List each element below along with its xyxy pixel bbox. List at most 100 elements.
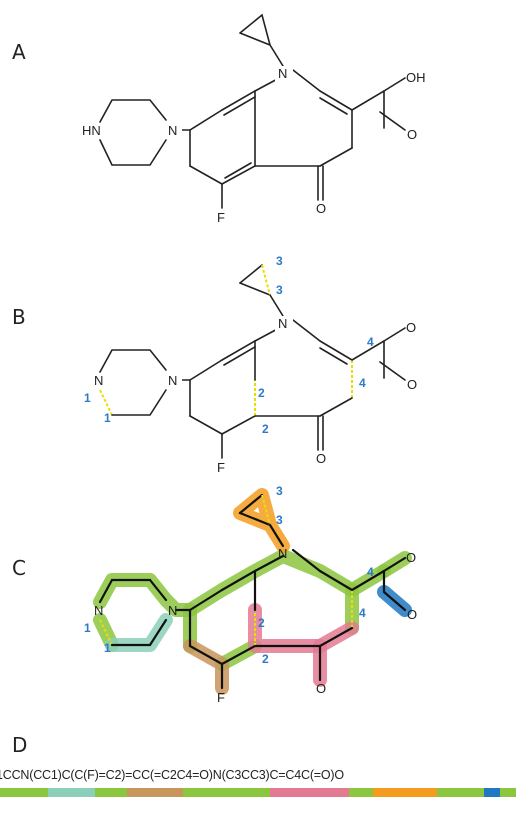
bond bbox=[189, 109, 223, 131]
molecule-structure-c: N N N O O O F 3 3 4 4 2 2 1 1 bbox=[84, 484, 417, 705]
bond bbox=[220, 569, 257, 592]
ring-number-3-top: 3 bbox=[276, 484, 283, 498]
bond bbox=[268, 523, 285, 548]
ring-number-4-top: 4 bbox=[367, 335, 374, 349]
molecule-structure-b: N N N O O O F 3 3 4 4 2 2 1 1 bbox=[84, 254, 417, 475]
panel-label-a: A bbox=[12, 40, 26, 64]
bond bbox=[224, 162, 252, 179]
ring-number-3-bottom: 3 bbox=[276, 283, 283, 297]
piperazine-upper bbox=[98, 578, 168, 604]
bond bbox=[379, 361, 406, 381]
ring-number-2-bottom: 2 bbox=[262, 652, 269, 666]
color-bar-segment-green bbox=[349, 788, 374, 797]
bond bbox=[382, 556, 407, 573]
atom-n-piperazine: N bbox=[168, 123, 177, 138]
bond bbox=[319, 147, 353, 167]
molecule-structure-a: N N HN O OH O F bbox=[82, 13, 426, 225]
smiles-color-bar bbox=[0, 788, 516, 797]
bond bbox=[188, 588, 224, 612]
bond bbox=[319, 347, 348, 365]
highlight-layer bbox=[93, 488, 412, 695]
atom-nh: HN bbox=[82, 123, 101, 138]
atom-f: F bbox=[217, 210, 225, 225]
color-bar-segment-orange bbox=[373, 788, 437, 797]
ring-number-3-bottom: 3 bbox=[276, 513, 283, 527]
color-bar-segment-tan bbox=[127, 788, 183, 797]
bonds-a bbox=[99, 13, 406, 209]
bond bbox=[189, 165, 223, 185]
color-bar-segment-green bbox=[436, 788, 485, 797]
highlight-ketone-ring bbox=[248, 603, 359, 653]
ring-number-2-top: 2 bbox=[258, 616, 265, 630]
atom-n-ring-start: N bbox=[94, 603, 103, 618]
atom-oh: OH bbox=[406, 70, 426, 85]
bond bbox=[220, 644, 257, 666]
color-bar-segment-teal bbox=[47, 788, 96, 797]
bond bbox=[351, 340, 385, 361]
ring-closure-cut bbox=[261, 494, 271, 526]
atom-n1: N bbox=[278, 316, 287, 331]
atom-o-acid: O bbox=[407, 607, 417, 622]
panel-label-d: D bbox=[12, 733, 28, 757]
color-bar-segment-green bbox=[182, 788, 270, 797]
ring-number-4-top: 4 bbox=[367, 565, 374, 579]
bond bbox=[292, 319, 321, 342]
bond bbox=[319, 397, 353, 417]
atom-o-acid: O bbox=[407, 377, 417, 392]
bond bbox=[221, 90, 256, 111]
cyclopropyl-ring bbox=[239, 13, 272, 47]
piperazine-lower bbox=[111, 389, 167, 416]
bond bbox=[221, 340, 256, 361]
bond bbox=[319, 90, 353, 111]
ring-number-3-top: 3 bbox=[276, 254, 283, 268]
bond bbox=[379, 111, 406, 131]
bond bbox=[239, 282, 271, 296]
atom-o-hydroxyl: O bbox=[406, 320, 416, 335]
bond bbox=[269, 294, 284, 317]
bond bbox=[189, 415, 223, 435]
bonds-c bbox=[98, 493, 407, 690]
bond bbox=[351, 90, 385, 111]
bond bbox=[319, 97, 348, 115]
bond bbox=[383, 77, 406, 92]
ring-number-1-top: 1 bbox=[84, 621, 91, 635]
atom-n-piperazine: N bbox=[168, 373, 177, 388]
ring-number-4-bottom: 4 bbox=[359, 376, 366, 390]
bond bbox=[221, 415, 256, 435]
piperazine-upper bbox=[99, 349, 167, 373]
bond bbox=[350, 569, 386, 592]
bond bbox=[189, 359, 223, 381]
atom-o-acid: O bbox=[407, 127, 417, 142]
color-bar-segment-green bbox=[0, 788, 48, 797]
atom-o-hydroxyl: O bbox=[406, 550, 416, 565]
ring-number-1-bottom: 1 bbox=[104, 641, 111, 655]
bond bbox=[269, 44, 284, 67]
bond bbox=[223, 96, 256, 116]
atom-n-ring-start: N bbox=[94, 373, 103, 388]
bond bbox=[223, 346, 256, 366]
highlight-fluoro-branch bbox=[183, 639, 229, 695]
bond bbox=[319, 340, 353, 361]
bond bbox=[188, 644, 224, 666]
ring-number-4-bottom: 4 bbox=[359, 606, 366, 620]
bond bbox=[318, 626, 354, 648]
color-bar-segment-green bbox=[95, 788, 127, 797]
bonds-b bbox=[99, 264, 406, 459]
bond bbox=[221, 165, 256, 185]
atom-o-ketone: O bbox=[316, 201, 326, 216]
smiles-panel: 1CCN(CC1)C(C(F)=C2)=CC(=C2C4=O)N(C3CC3)C… bbox=[0, 768, 516, 808]
piperazine-lower bbox=[110, 618, 168, 647]
smiles-string: 1CCN(CC1)C(C(F)=C2)=CC(=C2C4=O)N(C3CC3)C… bbox=[0, 768, 344, 782]
ring-number-2-bottom: 2 bbox=[262, 422, 269, 436]
color-bar-segment-blue bbox=[484, 788, 501, 797]
atom-o-ketone: O bbox=[316, 681, 326, 696]
ring-number-1-bottom: 1 bbox=[104, 411, 111, 425]
ring-number-2-top: 2 bbox=[258, 386, 265, 400]
atom-f: F bbox=[217, 690, 225, 705]
atom-n-piperazine: N bbox=[168, 603, 177, 618]
piperazine-lower bbox=[99, 139, 167, 166]
bond bbox=[239, 264, 263, 284]
panel-label-c: C bbox=[12, 556, 26, 580]
atom-o-ketone: O bbox=[316, 451, 326, 466]
bond bbox=[238, 493, 264, 515]
